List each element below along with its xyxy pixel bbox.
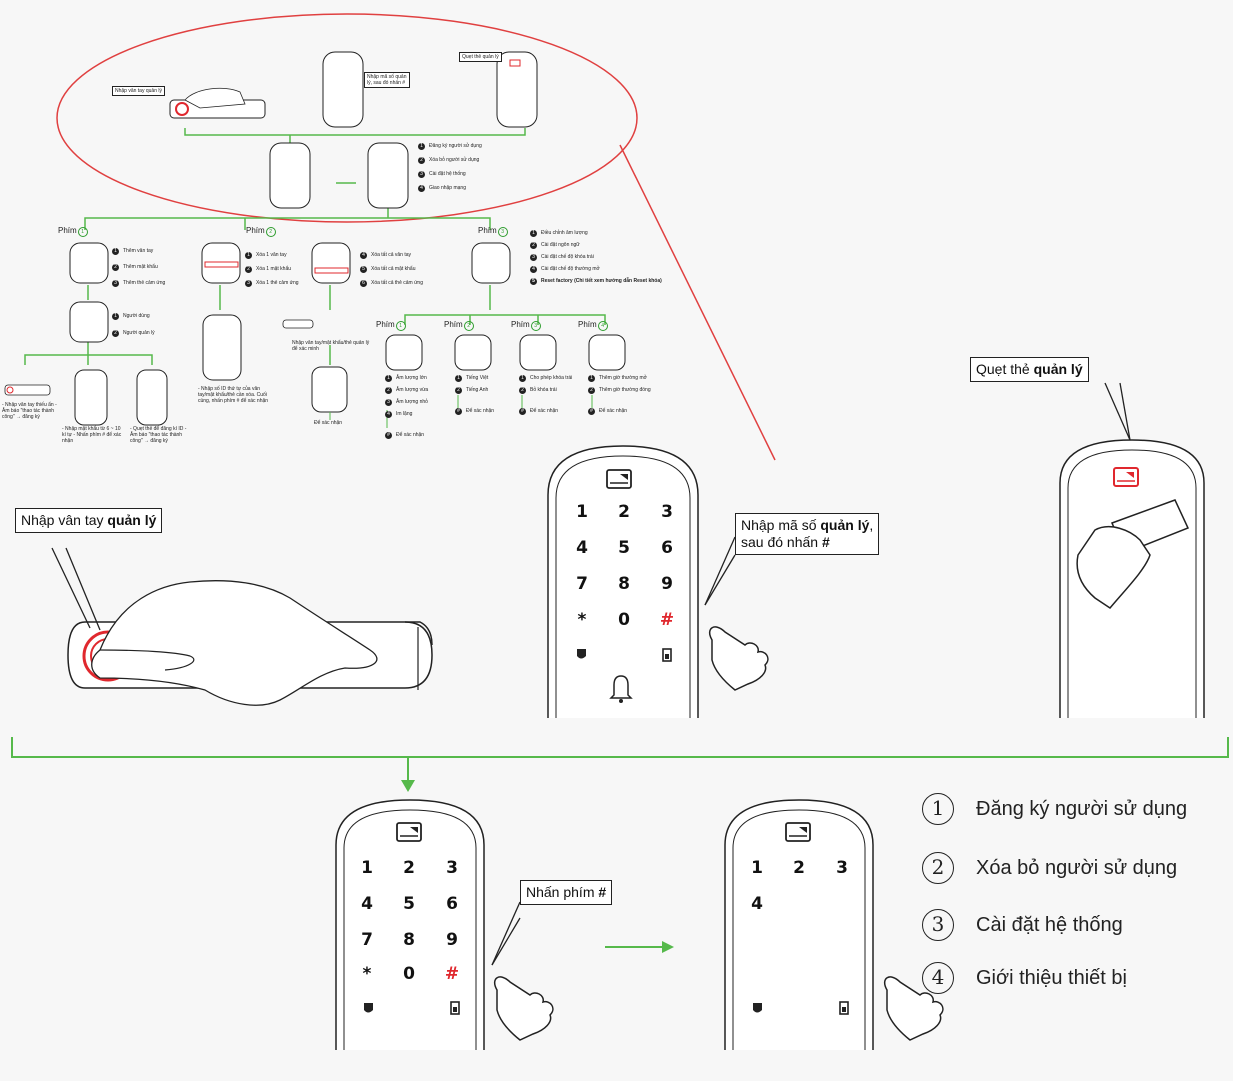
mini-devices	[69, 142, 626, 426]
branch-1-note-1: - Nhập vân tay thiếu ẩn - Âm báo "thao t…	[2, 402, 57, 420]
code-key-2[interactable]: 2	[618, 502, 630, 522]
code-key-3[interactable]: 3	[661, 502, 673, 522]
bottom-key-1[interactable]: 1	[361, 858, 373, 878]
bottom-key-7[interactable]: 7	[361, 930, 373, 950]
branch-2-note-2: Nhập vân tay/mật khẩu/thẻ quản lý để xác…	[292, 340, 370, 352]
code-key-7[interactable]: 7	[576, 574, 588, 594]
menu-item-1: 1 Đăng ký người sử dụng	[922, 793, 1187, 825]
bottom-key-star[interactable]: *	[362, 964, 372, 984]
code-key-star[interactable]: *	[577, 610, 587, 630]
menu-key-2[interactable]: 2	[793, 858, 805, 878]
bottom-key-9[interactable]: 9	[446, 930, 458, 950]
mini-code-callout: Nhập mã số quản lý, sau đó nhấn #	[364, 72, 410, 88]
mini-keypad-top	[322, 51, 364, 128]
branch-1-note-2: - Nhập mật khẩu từ 6 ~ 10 kí tự - Nhấn p…	[62, 426, 122, 444]
menu-item-4: 4 Giới thiệu thiết bị	[922, 962, 1127, 994]
menu-key-1[interactable]: 1	[751, 858, 763, 878]
transition-arrow	[605, 941, 674, 953]
mini-hand-mid	[282, 319, 314, 329]
mini-fingerprint-handle	[169, 87, 266, 119]
bottom-key-2[interactable]: 2	[403, 858, 415, 878]
bottom-key-5[interactable]: 5	[403, 894, 415, 914]
code-key-9[interactable]: 9	[661, 574, 673, 594]
bottom-hand-right	[883, 976, 944, 1041]
card-reader-drawing	[1059, 439, 1205, 718]
finger-callout: Nhập vân tay quản lý	[15, 508, 163, 533]
code-key-1[interactable]: 1	[576, 502, 588, 522]
bottom-keypad-right-drawing	[724, 799, 874, 1050]
mini-card-callout: Quẹt thẻ quản lý	[459, 52, 502, 62]
code-hand-drawing	[708, 626, 769, 691]
callout-tails	[51, 382, 1131, 966]
code-key-0[interactable]: 0	[618, 610, 630, 630]
code-keypad-drawing	[547, 445, 699, 718]
bottom-key-3[interactable]: 3	[446, 858, 458, 878]
overview-ellipse	[56, 13, 638, 223]
mini-hand-bottom-left	[4, 384, 51, 396]
bottom-hand-left	[493, 976, 554, 1041]
card-callout: Quẹt thẻ quản lý	[970, 357, 1089, 382]
bottom-key-6[interactable]: 6	[446, 894, 458, 914]
bottom-bracket	[11, 737, 1229, 785]
press-hash-callout: Nhấn phím #	[520, 880, 613, 905]
fingerprint-handle-drawing	[67, 580, 433, 706]
menu-key-3[interactable]: 3	[836, 858, 848, 878]
branch-1-note-3: - Quẹt thẻ để đăng kí ID - Âm báo "thao …	[130, 426, 187, 444]
bottom-key-4[interactable]: 4	[361, 894, 373, 914]
mini-finger-callout: Nhập vân tay quản lý	[112, 86, 165, 96]
mini-card-top	[496, 51, 538, 128]
overview-connectors	[24, 128, 606, 365]
bottom-keypad-left-drawing	[335, 799, 485, 1050]
menu-key-4[interactable]: 4	[751, 894, 763, 914]
branch-2-note-1: - Nhập số ID thứ tự của vân tay/mật khẩu…	[198, 386, 269, 404]
code-key-5[interactable]: 5	[618, 538, 630, 558]
code-key-hash[interactable]: #	[659, 610, 675, 630]
menu-item-3: 3 Cài đặt hệ thống	[922, 909, 1123, 941]
code-key-6[interactable]: 6	[661, 538, 673, 558]
zoom-line	[619, 144, 776, 461]
menu-item-2: 2 Xóa bỏ người sử dụng	[922, 852, 1177, 884]
bottom-key-hash[interactable]: #	[444, 964, 460, 984]
code-key-8[interactable]: 8	[618, 574, 630, 594]
code-callout: Nhập mã số quản lý, sau đó nhấn #	[735, 513, 880, 555]
bottom-key-8[interactable]: 8	[403, 930, 415, 950]
bottom-key-0[interactable]: 0	[403, 964, 415, 984]
code-key-4[interactable]: 4	[576, 538, 588, 558]
branch-2-note-3: Để xác nhận	[314, 420, 343, 426]
